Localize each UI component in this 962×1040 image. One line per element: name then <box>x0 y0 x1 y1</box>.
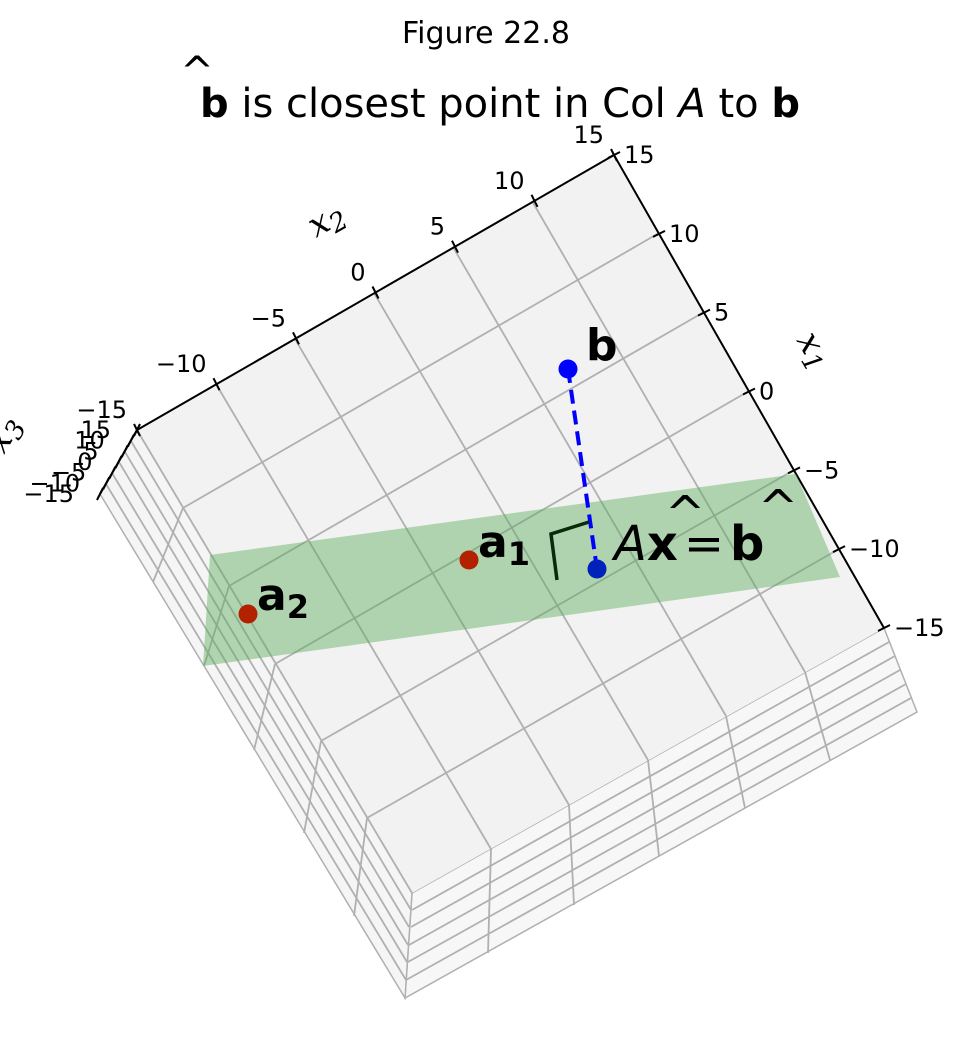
label-b: b <box>586 320 618 371</box>
x3-tick-label: 10 <box>74 427 105 455</box>
x1-tick-mark <box>832 545 846 554</box>
col-space-plane <box>203 474 840 666</box>
x1-tick-mark <box>877 624 891 632</box>
grid-line <box>105 483 407 981</box>
grid-line <box>410 655 896 928</box>
x3-tick-mark <box>102 476 111 490</box>
x1-axis-label: x1 <box>785 325 841 378</box>
x2-tick-label: −10 <box>156 350 207 378</box>
title-b: b <box>771 81 800 127</box>
x3-tick-mark <box>108 466 117 480</box>
x3-tick-label: 15 <box>80 416 111 444</box>
x3-tick-mark <box>126 434 135 448</box>
x1-tick-label: 10 <box>669 220 700 248</box>
x2-axis-label: x2 <box>301 193 354 249</box>
grid-line <box>130 440 412 911</box>
grid-line <box>111 472 408 963</box>
right-angle-marker <box>549 520 590 581</box>
grid-line <box>411 641 890 911</box>
x3-tick-label: −5 <box>51 459 86 487</box>
x3-tick-mark <box>133 423 141 437</box>
figure-suptitle: Figure 22.8 <box>402 16 570 51</box>
x2-ticks: −15 −10 −5 0 5 10 15 <box>76 121 618 437</box>
grid-line <box>228 311 705 587</box>
x1-tick-mark <box>652 229 666 238</box>
title-A: A <box>675 81 705 127</box>
x2-tick-mark <box>371 286 380 299</box>
svg-text:b is closest point in Col A to: b is closest point in Col A to b <box>200 81 800 127</box>
svg-text:x3: x3 <box>0 409 33 462</box>
x3-tick-label: 5 <box>83 437 98 465</box>
grid-line <box>366 548 840 819</box>
x2-tick-mark <box>530 194 539 208</box>
grid <box>105 200 912 981</box>
x2-tick-mark <box>451 240 459 254</box>
title-bhat: b <box>200 81 229 127</box>
bhat-accent: ^ <box>758 480 798 536</box>
x1-tick-mark <box>607 151 621 159</box>
x1-tick-mark <box>697 308 711 317</box>
x3-tick-mark <box>120 444 129 458</box>
x2-tick-label: 5 <box>430 213 445 241</box>
x2-tick-label: 10 <box>494 167 525 195</box>
svg-text:Ax=b: Ax=b <box>611 516 764 572</box>
title-hat-accent: ^ <box>180 49 214 95</box>
x2-tick-label: 0 <box>350 259 365 287</box>
x2-tick-mark <box>292 331 300 345</box>
x3-tick-mark <box>96 487 104 501</box>
grid-line <box>407 683 907 963</box>
x3-tick-label: −10 <box>30 469 81 497</box>
projection-line <box>566 368 599 570</box>
point-a1 <box>459 550 479 570</box>
x3-axis-label: x3 <box>0 409 33 462</box>
x2-tick-label: −15 <box>76 396 127 424</box>
xhat-accent: ^ <box>665 486 705 542</box>
x1-tick-label: −15 <box>894 614 945 642</box>
x1-tick-mark <box>742 387 756 396</box>
label-a2: a2 <box>257 570 309 626</box>
x1-tick-mark <box>787 466 801 475</box>
label-bhat: Ax=b ^ ^ <box>611 480 798 572</box>
point-bhat <box>587 559 607 579</box>
grid-line <box>118 461 409 946</box>
x2-tick-label: −5 <box>251 304 286 332</box>
x1-tick-label: −5 <box>804 456 839 484</box>
point-b <box>558 359 578 379</box>
svg-text:x1: x1 <box>785 325 841 378</box>
x1-tick-label: −10 <box>849 535 900 563</box>
x1-ticks: −15 −10 −5 0 5 10 15 <box>607 141 945 642</box>
label-a1: a1 <box>478 517 530 573</box>
x2-tick-mark <box>212 377 221 391</box>
x1-tick-label: 15 <box>624 141 655 169</box>
x3-tick-label: 0 <box>77 448 92 476</box>
chart-title: b is closest point in Col A to b ^ <box>180 49 800 127</box>
x1-tick-label: 5 <box>714 299 729 327</box>
grid-line <box>320 469 795 742</box>
x1-tick-label: 0 <box>759 378 774 406</box>
grid-line <box>274 390 750 665</box>
grid-line <box>182 232 660 509</box>
grid-line <box>405 697 912 981</box>
grid-line <box>408 669 901 946</box>
title-middle: is closest point in Col <box>229 81 679 127</box>
svg-text:a2: a2 <box>257 570 309 626</box>
title-to: to <box>706 81 772 127</box>
svg-text:a1: a1 <box>478 517 530 573</box>
point-a2 <box>238 604 258 624</box>
x2-tick-label: 15 <box>573 121 604 149</box>
grid-line <box>124 451 410 928</box>
x3-tick-mark <box>114 455 123 469</box>
x3-tick-label: −15 <box>23 480 74 508</box>
svg-text:x2: x2 <box>301 193 354 249</box>
